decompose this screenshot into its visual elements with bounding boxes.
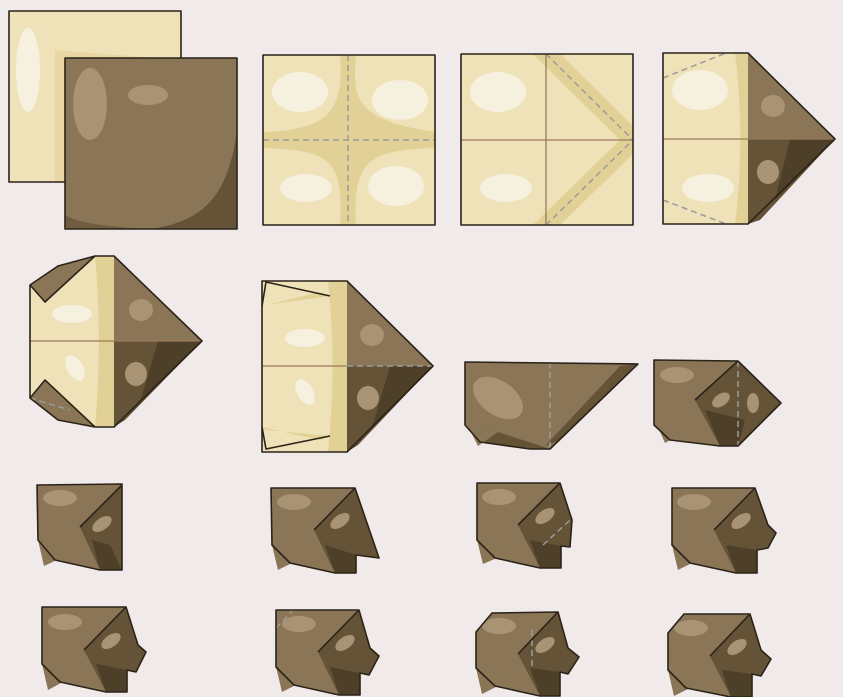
step-13-body-shape <box>42 607 146 692</box>
step-11-body-shape <box>477 483 572 568</box>
step-14-body-shape <box>276 610 379 695</box>
step-15-body-shape <box>476 612 579 696</box>
step-2-crease-cross <box>263 55 435 225</box>
step-6-inside-corners <box>262 281 433 452</box>
step-16-finished-model <box>668 614 771 697</box>
step-8-fold-head-point <box>654 360 781 446</box>
step-9-body-shape <box>37 484 122 570</box>
step-7-fold-in-half <box>465 362 638 449</box>
step-4-right-triangle <box>663 53 835 224</box>
step-1-paper-sides <box>9 11 237 229</box>
step-3-diagonal-guides <box>461 54 633 225</box>
step-10-body-shape <box>271 488 379 573</box>
step-12-body-shape <box>672 488 776 573</box>
step-5-back-corners <box>30 256 202 427</box>
